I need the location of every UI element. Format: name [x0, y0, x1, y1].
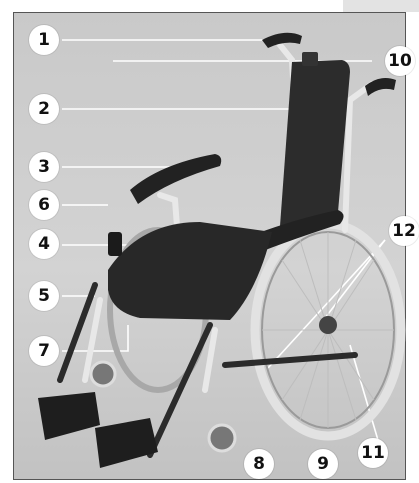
callout-12: 12: [389, 216, 419, 246]
leader-line-12a: [268, 240, 385, 368]
callout-5: 5: [29, 281, 59, 311]
seat-cushion: [108, 222, 272, 320]
brake-lever: [108, 232, 122, 256]
backrest-latch: [302, 52, 318, 66]
callout-11: 11: [358, 438, 388, 468]
left-armrest: [130, 154, 221, 204]
backrest: [280, 60, 350, 226]
callout-10: 10: [385, 46, 415, 76]
rear-wheel: [255, 224, 401, 436]
callout-9: 9: [308, 449, 338, 479]
callout-8: 8: [244, 449, 274, 479]
callout-4: 4: [29, 229, 59, 259]
callout-3: 3: [29, 152, 59, 182]
callout-1: 1: [29, 25, 59, 55]
callout-6: 6: [29, 190, 59, 220]
footplates: [38, 392, 158, 468]
callout-7: 7: [29, 336, 59, 366]
callout-2: 2: [29, 94, 59, 124]
